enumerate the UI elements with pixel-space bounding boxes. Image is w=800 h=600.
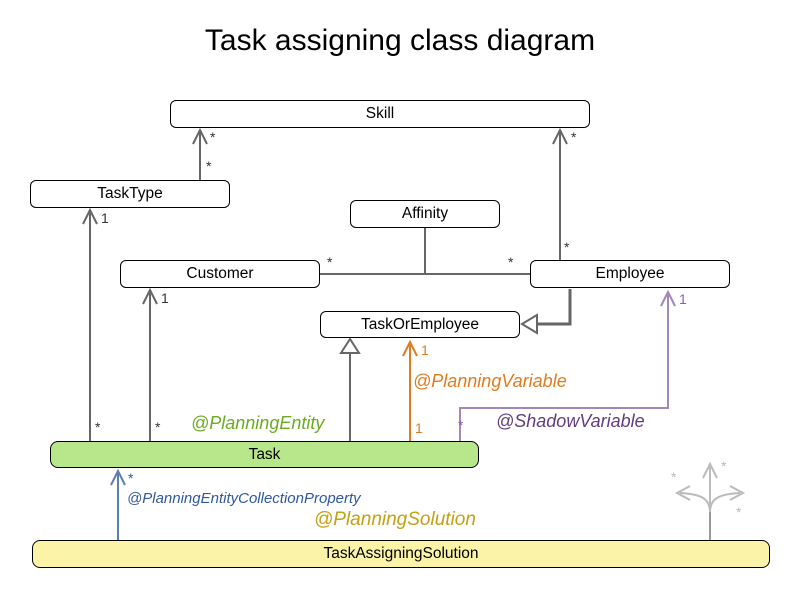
multiplicity-faded-up: * (721, 458, 727, 474)
class-box-employee: Employee (530, 260, 730, 288)
multiplicity-task-tasktype-near-tasktype: 1 (101, 210, 109, 226)
multiplicity-customer-employee-near-employee: * (508, 254, 514, 270)
class-box-taskoremployee: TaskOrEmployee (320, 311, 520, 338)
association-task-tasktype (82, 207, 98, 441)
class-box-affinity: Affinity (350, 200, 500, 228)
association-tasktype-skill (192, 127, 208, 180)
class-label-skill: Skill (365, 105, 395, 122)
shadow-variable-arrow (459, 289, 676, 441)
multiplicity-skill-employee-near-skill: * (571, 129, 577, 145)
multiplicity-faded-right: * (736, 504, 742, 520)
multiplicity-task-customer-near-task: * (155, 419, 161, 435)
inheritance-employee-taskoremployee (520, 289, 572, 335)
class-label-taskoremployee: TaskOrEmployee (360, 315, 479, 333)
multiplicity-shadow-variable-near-task: * (458, 417, 464, 433)
multiplicity-customer-employee-near-customer: * (327, 254, 333, 270)
class-label-employee: Employee (595, 265, 665, 282)
diagram-title: Task assigning class diagram (204, 24, 596, 57)
annotation-planning-entity-collection-property: @PlanningEntityCollectionProperty (127, 490, 361, 507)
annotation-shadow-variable: @ShadowVariable (496, 411, 645, 431)
association-customer-employee (320, 228, 530, 275)
multiplicity-faded-left: * (671, 469, 677, 485)
multiplicity-planning-variable-near-task: 1 (415, 420, 423, 436)
multiplicity-skill-tasktype-near-skill: * (210, 129, 216, 145)
class-label-customer: Customer (186, 265, 254, 282)
association-employee-skill (552, 127, 568, 260)
multiplicity-skill-employee-near-employee: * (564, 239, 570, 255)
planning-variable-arrow (402, 339, 418, 441)
class-box-task: Task (50, 441, 479, 468)
class-box-skill: Skill (170, 100, 590, 128)
class-box-tasktype: TaskType (30, 180, 230, 208)
association-task-customer (142, 287, 158, 441)
multiplicity-collection-property-near-task: * (128, 470, 134, 486)
annotation-planning-variable: @PlanningVariable (413, 371, 567, 391)
class-label-affinity: Affinity (401, 205, 449, 222)
class-label-taskassigningsolution: TaskAssigningSolution (323, 545, 479, 562)
multiplicity-planning-variable-near-taskoremployee: 1 (421, 342, 429, 358)
multiplicity-task-customer-near-customer: 1 (161, 290, 169, 306)
class-box-customer: Customer (120, 260, 320, 288)
multiplicity-shadow-variable-near-employee: 1 (679, 291, 687, 307)
faded-relation-arrows (674, 461, 746, 540)
class-label-tasktype: TaskType (97, 185, 163, 202)
class-label-task: Task (248, 445, 281, 463)
collection-property-arrow (110, 468, 126, 540)
annotation-planning-entity: @PlanningEntity (191, 413, 325, 433)
multiplicity-skill-tasktype-near-tasktype: * (206, 158, 212, 174)
multiplicity-task-tasktype-near-task: * (95, 419, 101, 435)
class-box-taskassigningsolution: TaskAssigningSolution (32, 540, 770, 568)
inheritance-task-taskoremployee (339, 337, 361, 441)
annotation-planning-solution: @PlanningSolution (314, 509, 476, 530)
